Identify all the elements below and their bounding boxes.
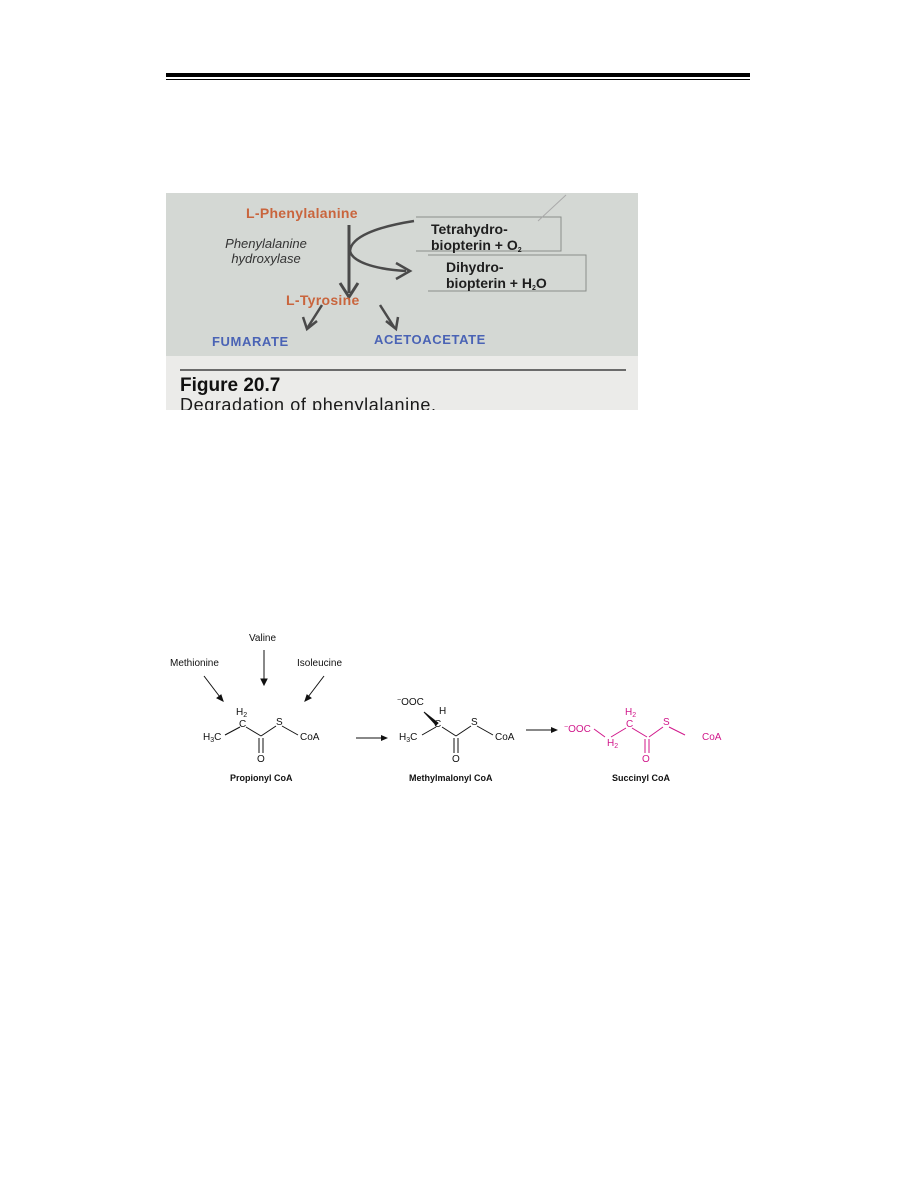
precursor-methionine: Methionine [170, 658, 219, 669]
enzyme-line-2: hydroxylase [231, 251, 301, 266]
reaction-arrowhead-2 [551, 727, 558, 733]
cofactor-out-line-1: Dihydro- [446, 259, 504, 275]
cofactor-arrow-head [395, 261, 413, 281]
succinyl-ooc: −OOC [564, 724, 591, 735]
methylmalonyl-coa: CoA [495, 732, 515, 743]
fumarate-arrow-head [301, 316, 318, 332]
figure-caption-title: Figure 20.7 [180, 375, 281, 396]
pathway-bonds [203, 650, 686, 753]
cofactor-out-box [428, 254, 587, 292]
propionyl-s: S [276, 717, 283, 728]
cofactor-in-box [416, 216, 562, 252]
cofactor-curved-arrow [348, 219, 415, 273]
propionyl-h3c: H3C [203, 732, 222, 745]
cofactor-out: Dihydro- biopterin + H2O [446, 260, 547, 292]
header-rule-thick [166, 73, 750, 77]
main-arrow-head [338, 282, 360, 300]
enzyme-line-1: Phenylalanine [225, 236, 307, 251]
cofactor-in-line-1: Tetrahydro- [431, 221, 508, 237]
fumarate-arrow-line [306, 304, 324, 328]
reaction-arrows [301, 194, 587, 332]
cofactor-out-line-2: biopterin + H2O [446, 275, 547, 292]
methylmalonyl-s: S [471, 717, 478, 728]
methylmalonyl-h: H [439, 706, 447, 717]
acetoacetate-arrow-head [385, 316, 400, 332]
methylmalonyl-o: O [452, 754, 460, 765]
succinyl-bonds [593, 726, 686, 753]
figure-caption-background [166, 356, 638, 410]
end-product-fumarate: FUMARATE [212, 334, 289, 349]
pencil-mark [537, 194, 567, 222]
methylmalonyl-c: C [434, 719, 442, 730]
methylmalonyl-h3c: H3C [399, 732, 418, 745]
propionyl-c: C [239, 719, 247, 730]
propionyl-o: O [257, 754, 265, 765]
succinyl-o: O [642, 754, 650, 765]
caption-rule [180, 369, 626, 371]
header-rule-thin [166, 79, 750, 80]
precursor-valine: Valine [249, 633, 277, 644]
cofactor-in: Tetrahydro- biopterin + O2 [431, 222, 522, 254]
methylmalonyl-coa-name: Methylmalonyl CoA [409, 773, 493, 783]
figure-phenylalanine-degradation: L-Phenylalanine Phenylalanine hydroxylas… [166, 193, 638, 410]
propionyl-bonds [224, 725, 299, 753]
reaction-arrowhead-1 [381, 735, 388, 741]
acetoacetate-arrow-line [378, 304, 396, 328]
methylmalonyl-ooc: −OOC [397, 697, 424, 708]
succinyl-coa: CoA [702, 732, 722, 743]
enzyme-label: Phenylalanine hydroxylase [206, 237, 326, 265]
methionine-arrowhead [216, 694, 224, 702]
propionyl-coa: CoA [300, 732, 320, 743]
succinyl-s: S [663, 717, 670, 728]
succinyl-h2-top: H2 [625, 707, 637, 720]
propionyl-coa-name: Propionyl CoA [230, 773, 293, 783]
precursor-isoleucine: Isoleucine [297, 658, 343, 669]
methylmalonyl-bonds [421, 711, 494, 753]
valine-arrowhead [260, 678, 268, 687]
succinyl-coa-name: Succinyl CoA [612, 773, 671, 783]
product-label: L-Tyrosine [286, 292, 360, 308]
figure-caption-text: Degradation of phenylalanine. [180, 395, 437, 410]
succinyl-h2-bottom: H2 [607, 738, 619, 751]
substrate-label: L-Phenylalanine [246, 205, 358, 221]
propionyl-pathway-diagram: Methionine Valine Isoleucine H2 C H3C S … [160, 628, 750, 798]
succinyl-c: C [626, 719, 634, 730]
end-product-acetoacetate: ACETOACETATE [374, 332, 486, 347]
isoleucine-arrowhead [304, 694, 312, 702]
propionyl-h2: H2 [236, 707, 248, 720]
cofactor-in-line-2: biopterin + O2 [431, 237, 522, 254]
